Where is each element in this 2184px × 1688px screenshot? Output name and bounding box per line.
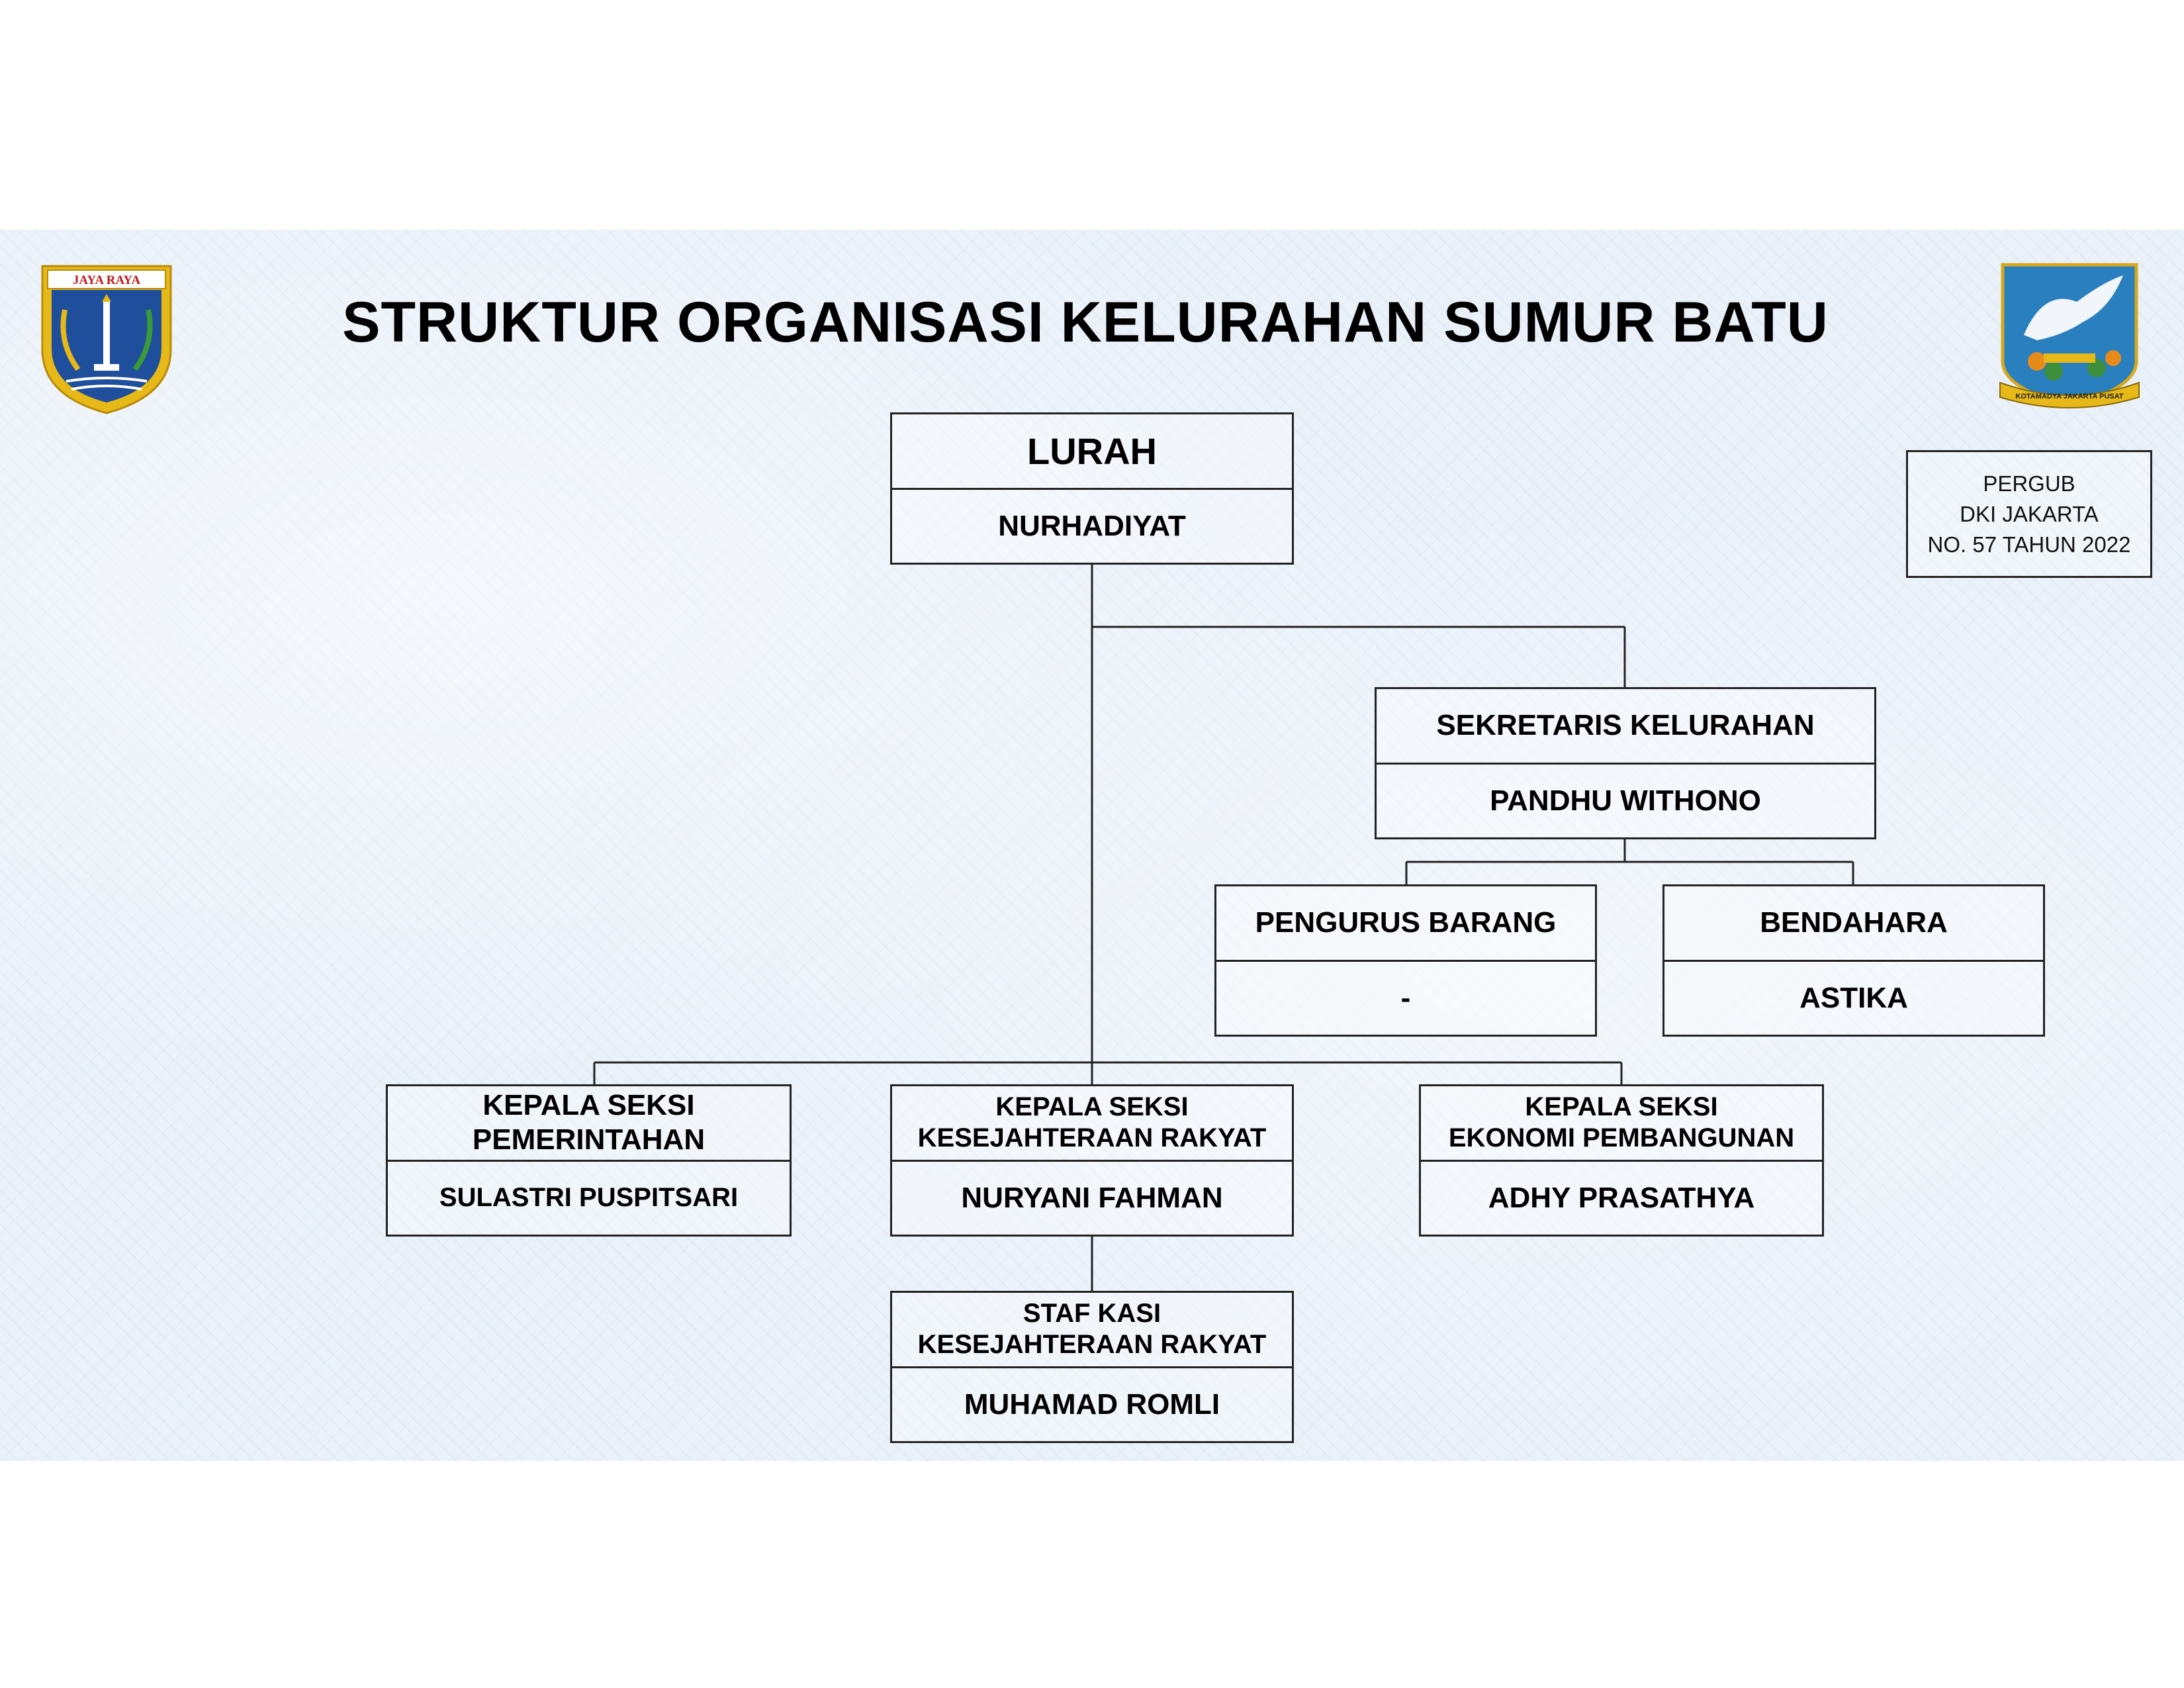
kotamadya-jakarta-pusat-emblem: KOTAMADYA JAKARTA PUSAT xyxy=(1999,263,2140,408)
node-kasi-kesra-title-line1: KEPALA SEKSI xyxy=(995,1092,1189,1122)
node-staf-kesra-title-line1: STAF KASI xyxy=(1023,1299,1161,1329)
node-bendahara-title: BENDAHARA xyxy=(1664,886,2043,962)
kotamadya-logo-text: KOTAMADYA JAKARTA PUSAT xyxy=(2015,393,2123,400)
regulation-note: PERGUB DKI JAKARTA NO. 57 TAHUN 2022 xyxy=(1906,450,2152,578)
jaya-raya-logo-text: JAYA RAYA xyxy=(73,273,141,287)
node-kasi-pemerintahan: KEPALA SEKSI PEMERINTAHAN SULASTRI PUSPI… xyxy=(386,1084,792,1237)
node-sekretaris-title: SEKRETARIS KELURAHAN xyxy=(1377,689,1874,765)
node-kasi-kesra-title-line2: KESEJAHTERAAN RAKYAT xyxy=(917,1123,1267,1153)
regulation-note-line1: PERGUB xyxy=(1983,471,2075,496)
node-kasi-kesra-title: KEPALA SEKSI KESEJAHTERAAN RAKYAT xyxy=(892,1086,1292,1162)
node-sekretaris: SEKRETARIS KELURAHAN PANDHU WITHONO xyxy=(1375,687,1876,839)
node-kasi-ekbang-title: KEPALA SEKSI EKONOMI PEMBANGUNAN xyxy=(1421,1086,1822,1162)
node-staf-kesra-name: MUHAMAD ROMLI xyxy=(964,1387,1220,1421)
node-pengurus-barang: PENGURUS BARANG - xyxy=(1214,884,1597,1037)
node-kasi-pemerintahan-title-line2: PEMERINTAHAN xyxy=(472,1123,705,1156)
node-staf-kesra: STAF KASI KESEJAHTERAAN RAKYAT MUHAMAD R… xyxy=(890,1291,1294,1443)
node-kasi-pemerintahan-title-line1: KEPALA SEKSI xyxy=(482,1089,695,1122)
node-pengurus-barang-name: - xyxy=(1400,981,1411,1014)
regulation-note-line3: NO. 57 TAHUN 2022 xyxy=(1927,532,2131,557)
node-kasi-pemerintahan-name: SULASTRI PUSPITSARI xyxy=(439,1183,739,1213)
jaya-raya-emblem: JAYA RAYA xyxy=(41,265,172,414)
regulation-note-line2: DKI JAKARTA xyxy=(1960,501,2099,526)
node-lurah-name: NURHADIYAT xyxy=(998,509,1186,542)
node-kasi-ekbang-title-line1: KEPALA SEKSI xyxy=(1525,1092,1718,1122)
node-kasi-ekbang-name: ADHY PRASATHYA xyxy=(1488,1181,1755,1214)
node-bendahara-name: ASTIKA xyxy=(1799,981,1908,1014)
node-staf-kesra-title-line2: KESEJAHTERAAN RAKYAT xyxy=(917,1330,1267,1360)
node-sekretaris-name: PANDHU WITHONO xyxy=(1490,784,1761,817)
node-lurah: LURAH NURHADIYAT xyxy=(890,412,1294,565)
node-staf-kesra-title: STAF KASI KESEJAHTERAAN RAKYAT xyxy=(892,1293,1292,1368)
node-bendahara: BENDAHARA ASTIKA xyxy=(1662,884,2045,1037)
node-kasi-ekbang-title-line2: EKONOMI PEMBANGUNAN xyxy=(1448,1123,1795,1153)
node-kasi-pemerintahan-title: KEPALA SEKSI PEMERINTAHAN xyxy=(388,1086,790,1162)
node-kasi-ekbang: KEPALA SEKSI EKONOMI PEMBANGUNAN ADHY PR… xyxy=(1419,1084,1824,1237)
node-kasi-kesra: KEPALA SEKSI KESEJAHTERAAN RAKYAT NURYAN… xyxy=(890,1084,1294,1237)
page-title: STRUKTUR ORGANISASI KELURAHAN SUMUR BATU xyxy=(342,291,1829,354)
node-lurah-title: LURAH xyxy=(892,414,1292,490)
node-pengurus-barang-title: PENGURUS BARANG xyxy=(1216,886,1595,962)
node-kasi-kesra-name: NURYANI FAHMAN xyxy=(961,1181,1223,1214)
